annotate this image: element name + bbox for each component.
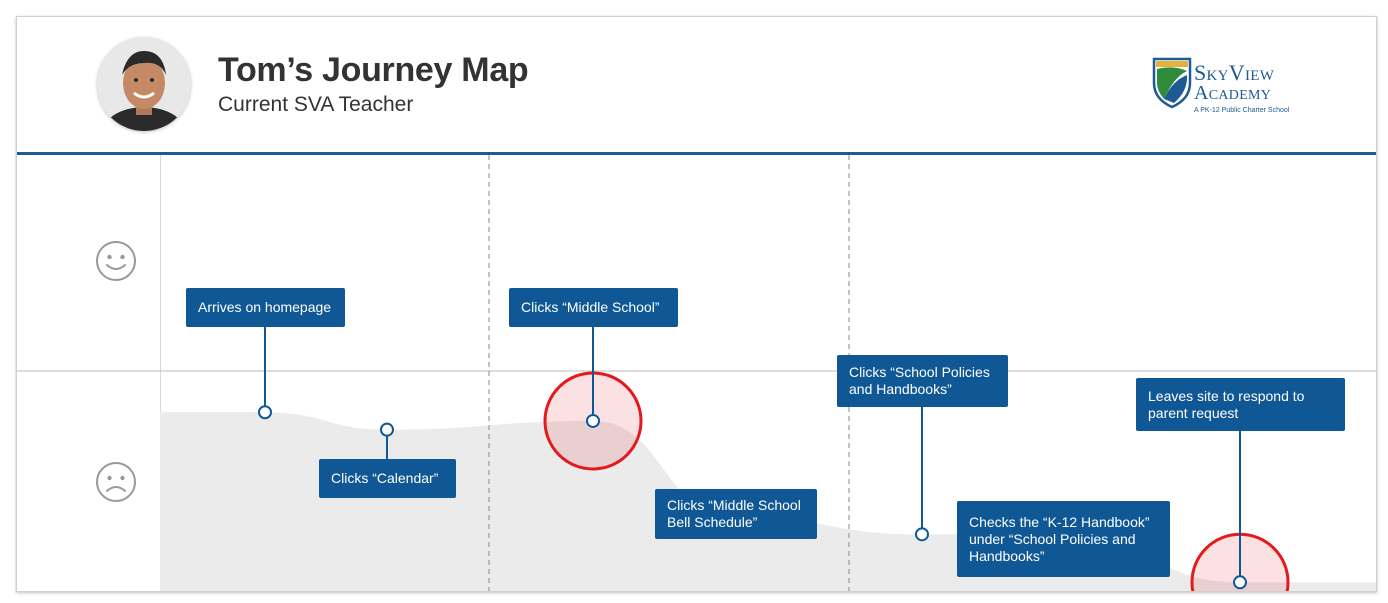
step-point-5 <box>915 527 929 542</box>
logo-name-line2: Academy <box>1194 82 1272 104</box>
step-label-7: Leaves site to respond to parent request <box>1136 378 1345 431</box>
step-label-text: Clicks “School Policies and Handbooks” <box>849 364 990 397</box>
logo-wordmark: SkyView Academy <box>1194 60 1275 104</box>
avatar <box>97 37 191 131</box>
page-title: Tom’s Journey Map <box>218 51 529 89</box>
shield-icon <box>1152 57 1192 109</box>
step-label-text: Leaves site to respond to parent request <box>1148 387 1305 421</box>
step-label-3: Clicks “Middle School” <box>509 288 678 327</box>
step-label-text: Arrives on homepage <box>198 299 332 315</box>
step-label-2: Clicks “Calendar” <box>319 459 456 498</box>
logo-tagline: A PK-12 Public Charter School <box>1194 107 1290 114</box>
step-point-3 <box>586 413 600 428</box>
step-point-2 <box>380 422 394 437</box>
journey-map-card: Tom’s Journey Map Current SVA Teacher Sk… <box>16 16 1377 592</box>
step-label-6: Checks the “K-12 Handbook” under “School… <box>957 501 1170 577</box>
step-label-text: Clicks “Middle School” <box>521 299 660 315</box>
step-label-text: Checks the “K-12 Handbook” under “School… <box>969 513 1150 564</box>
logo-name-line1: SkyView <box>1194 60 1275 85</box>
step-label-5: Clicks “School Policies and Handbooks” <box>837 355 1008 407</box>
step-label-text: Clicks “Middle School Bell Schedule” <box>667 497 801 530</box>
step-label-1: Arrives on homepage <box>186 288 345 327</box>
header-divider <box>17 152 1376 155</box>
skyview-academy-logo: SkyView Academy A PK-12 Public Charter S… <box>1152 57 1322 121</box>
step-label-text: Clicks “Calendar” <box>331 470 439 486</box>
emotion-axis <box>17 155 161 591</box>
sad-face-icon <box>96 462 136 502</box>
step-point-7 <box>1233 575 1247 590</box>
header: Tom’s Journey Map Current SVA Teacher Sk… <box>17 17 1376 153</box>
happy-face-icon <box>96 241 136 281</box>
step-point-1 <box>258 405 272 420</box>
step-label-4: Clicks “Middle School Bell Schedule” <box>655 489 817 539</box>
page-subtitle: Current SVA Teacher <box>218 93 414 116</box>
